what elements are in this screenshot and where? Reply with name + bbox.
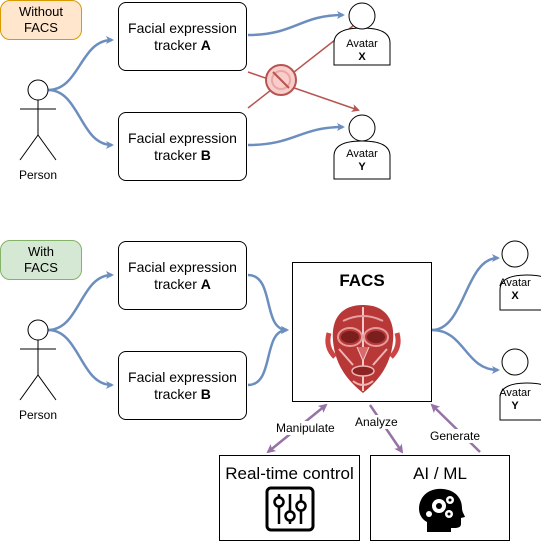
tracker-line1: Facial expression: [128, 129, 237, 146]
realtime-control-label: Real-time control: [225, 464, 354, 483]
tag-line-1: Without: [18, 4, 64, 19]
ai-ml-box: AI / ML: [370, 455, 510, 541]
edge-person-to-tracker-a-bottom: [47, 271, 114, 332]
stick-figure-icon: [19, 319, 57, 401]
avatar-icon: [333, 2, 391, 66]
brain-gear-icon: [419, 488, 465, 532]
person-label-top: Person: [18, 168, 58, 182]
tag-line-2: FACS: [24, 20, 58, 35]
tracker-line1: Facial expression: [128, 368, 237, 385]
edge-tracker-a-to-avatar-x: [247, 11, 345, 37]
edge-person-to-tracker-b-top: [47, 88, 114, 149]
tracker-line2: tracker B: [154, 146, 211, 163]
without-facs-tag: Without FACS: [0, 0, 82, 40]
avatar-icon: [333, 114, 391, 180]
ai-ml-label: AI / ML: [413, 464, 467, 483]
edge-tracker-a-to-avatar-y-crossed: [247, 71, 360, 112]
avatar-icon: [499, 240, 541, 311]
tracker-line2: tracker A: [154, 275, 211, 292]
edge-tracker-a-to-facs: [247, 273, 289, 334]
sliders-icon: [265, 486, 314, 532]
edge-person-to-tracker-a-top: [47, 36, 114, 92]
tracker-line1: Facial expression: [128, 19, 237, 36]
tag-line-1: With: [28, 244, 54, 259]
facs-box: FACS: [292, 262, 432, 402]
tracker-line1: Facial expression: [128, 258, 237, 275]
person-label-bottom: Person: [18, 408, 58, 422]
facs-title: FACS: [339, 271, 385, 290]
with-facs-tag: With FACS: [0, 240, 82, 280]
tracker-a-bottom: Facial expression tracker A: [118, 241, 247, 310]
realtime-control-box: Real-time control: [219, 455, 360, 541]
no-entry-icon: [265, 64, 297, 96]
avatar-icon: [499, 348, 541, 421]
stick-figure-icon: [19, 79, 57, 161]
edge-label-analyze: Analyze: [353, 415, 400, 429]
edge-tracker-b-to-facs: [247, 326, 289, 387]
edge-label-generate: Generate: [428, 429, 483, 443]
tracker-line2: tracker B: [154, 385, 211, 402]
edge-facs-to-avatar-x: [431, 254, 500, 332]
edge-person-to-tracker-b-bottom: [47, 328, 114, 389]
face-muscles-icon: [325, 305, 401, 393]
tracker-line2: tracker A: [154, 36, 211, 53]
tracker-b-top: Facial expression tracker B: [118, 112, 247, 181]
tag-line-2: FACS: [24, 260, 58, 275]
tracker-b-bottom: Facial expression tracker B: [118, 351, 247, 420]
edge-generate: [430, 403, 481, 453]
tracker-a-top: Facial expression tracker A: [118, 2, 247, 71]
edge-facs-to-avatar-y: [431, 328, 500, 374]
edge-tracker-b-to-avatar-y: [247, 123, 345, 147]
edge-label-manipulate: Manipulate: [274, 421, 337, 435]
